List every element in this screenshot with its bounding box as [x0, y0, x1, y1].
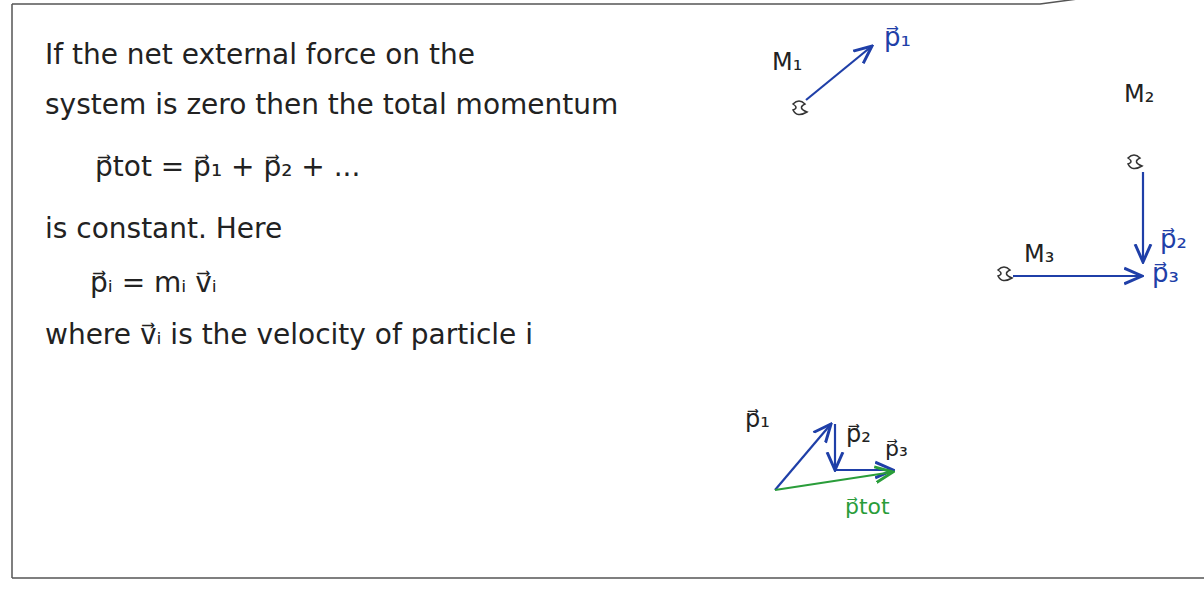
sum-arrow	[835, 469, 893, 471]
note-text: system is zero then the total momentum	[45, 88, 618, 122]
momentum-label: p⃗₃	[885, 436, 908, 462]
particle-blob	[793, 101, 807, 115]
mass-label: M₁	[772, 48, 802, 77]
sum-arrow	[775, 424, 831, 490]
total-label: p⃗tot	[845, 494, 890, 520]
momentum-arrow	[1142, 172, 1144, 262]
total-arrow	[775, 472, 893, 490]
particle-blob	[1128, 155, 1142, 169]
note-text: where v⃗ᵢ is the velocity of particle i	[45, 318, 533, 352]
frame-bottom	[12, 577, 1204, 579]
momentum-label: p⃗₁	[884, 22, 911, 53]
equation: p⃗tot = p⃗₁ + p⃗₂ + ...	[95, 150, 360, 184]
momentum-arrow	[1013, 275, 1142, 277]
equation: p⃗ᵢ = mᵢ v⃗ᵢ	[90, 266, 217, 300]
momentum-label: p⃗₃	[1152, 258, 1179, 289]
sum-arrow	[834, 424, 836, 470]
momentum-arrow	[806, 46, 872, 100]
frame-left	[11, 4, 13, 578]
momentum-label: p⃗₂	[1160, 224, 1187, 255]
note-text: If the net external force on the	[45, 38, 475, 72]
note-text: is constant. Here	[45, 212, 282, 246]
mass-label: M₃	[1024, 240, 1054, 269]
momentum-label: p⃗₂	[846, 420, 871, 449]
momentum-label: p⃗₁	[745, 405, 770, 434]
particle-blobs	[793, 101, 1142, 281]
page-frame	[12, 0, 1204, 578]
particle-blob	[998, 267, 1012, 281]
mass-label: M₂	[1124, 80, 1154, 109]
frame-top	[12, 0, 1085, 4]
